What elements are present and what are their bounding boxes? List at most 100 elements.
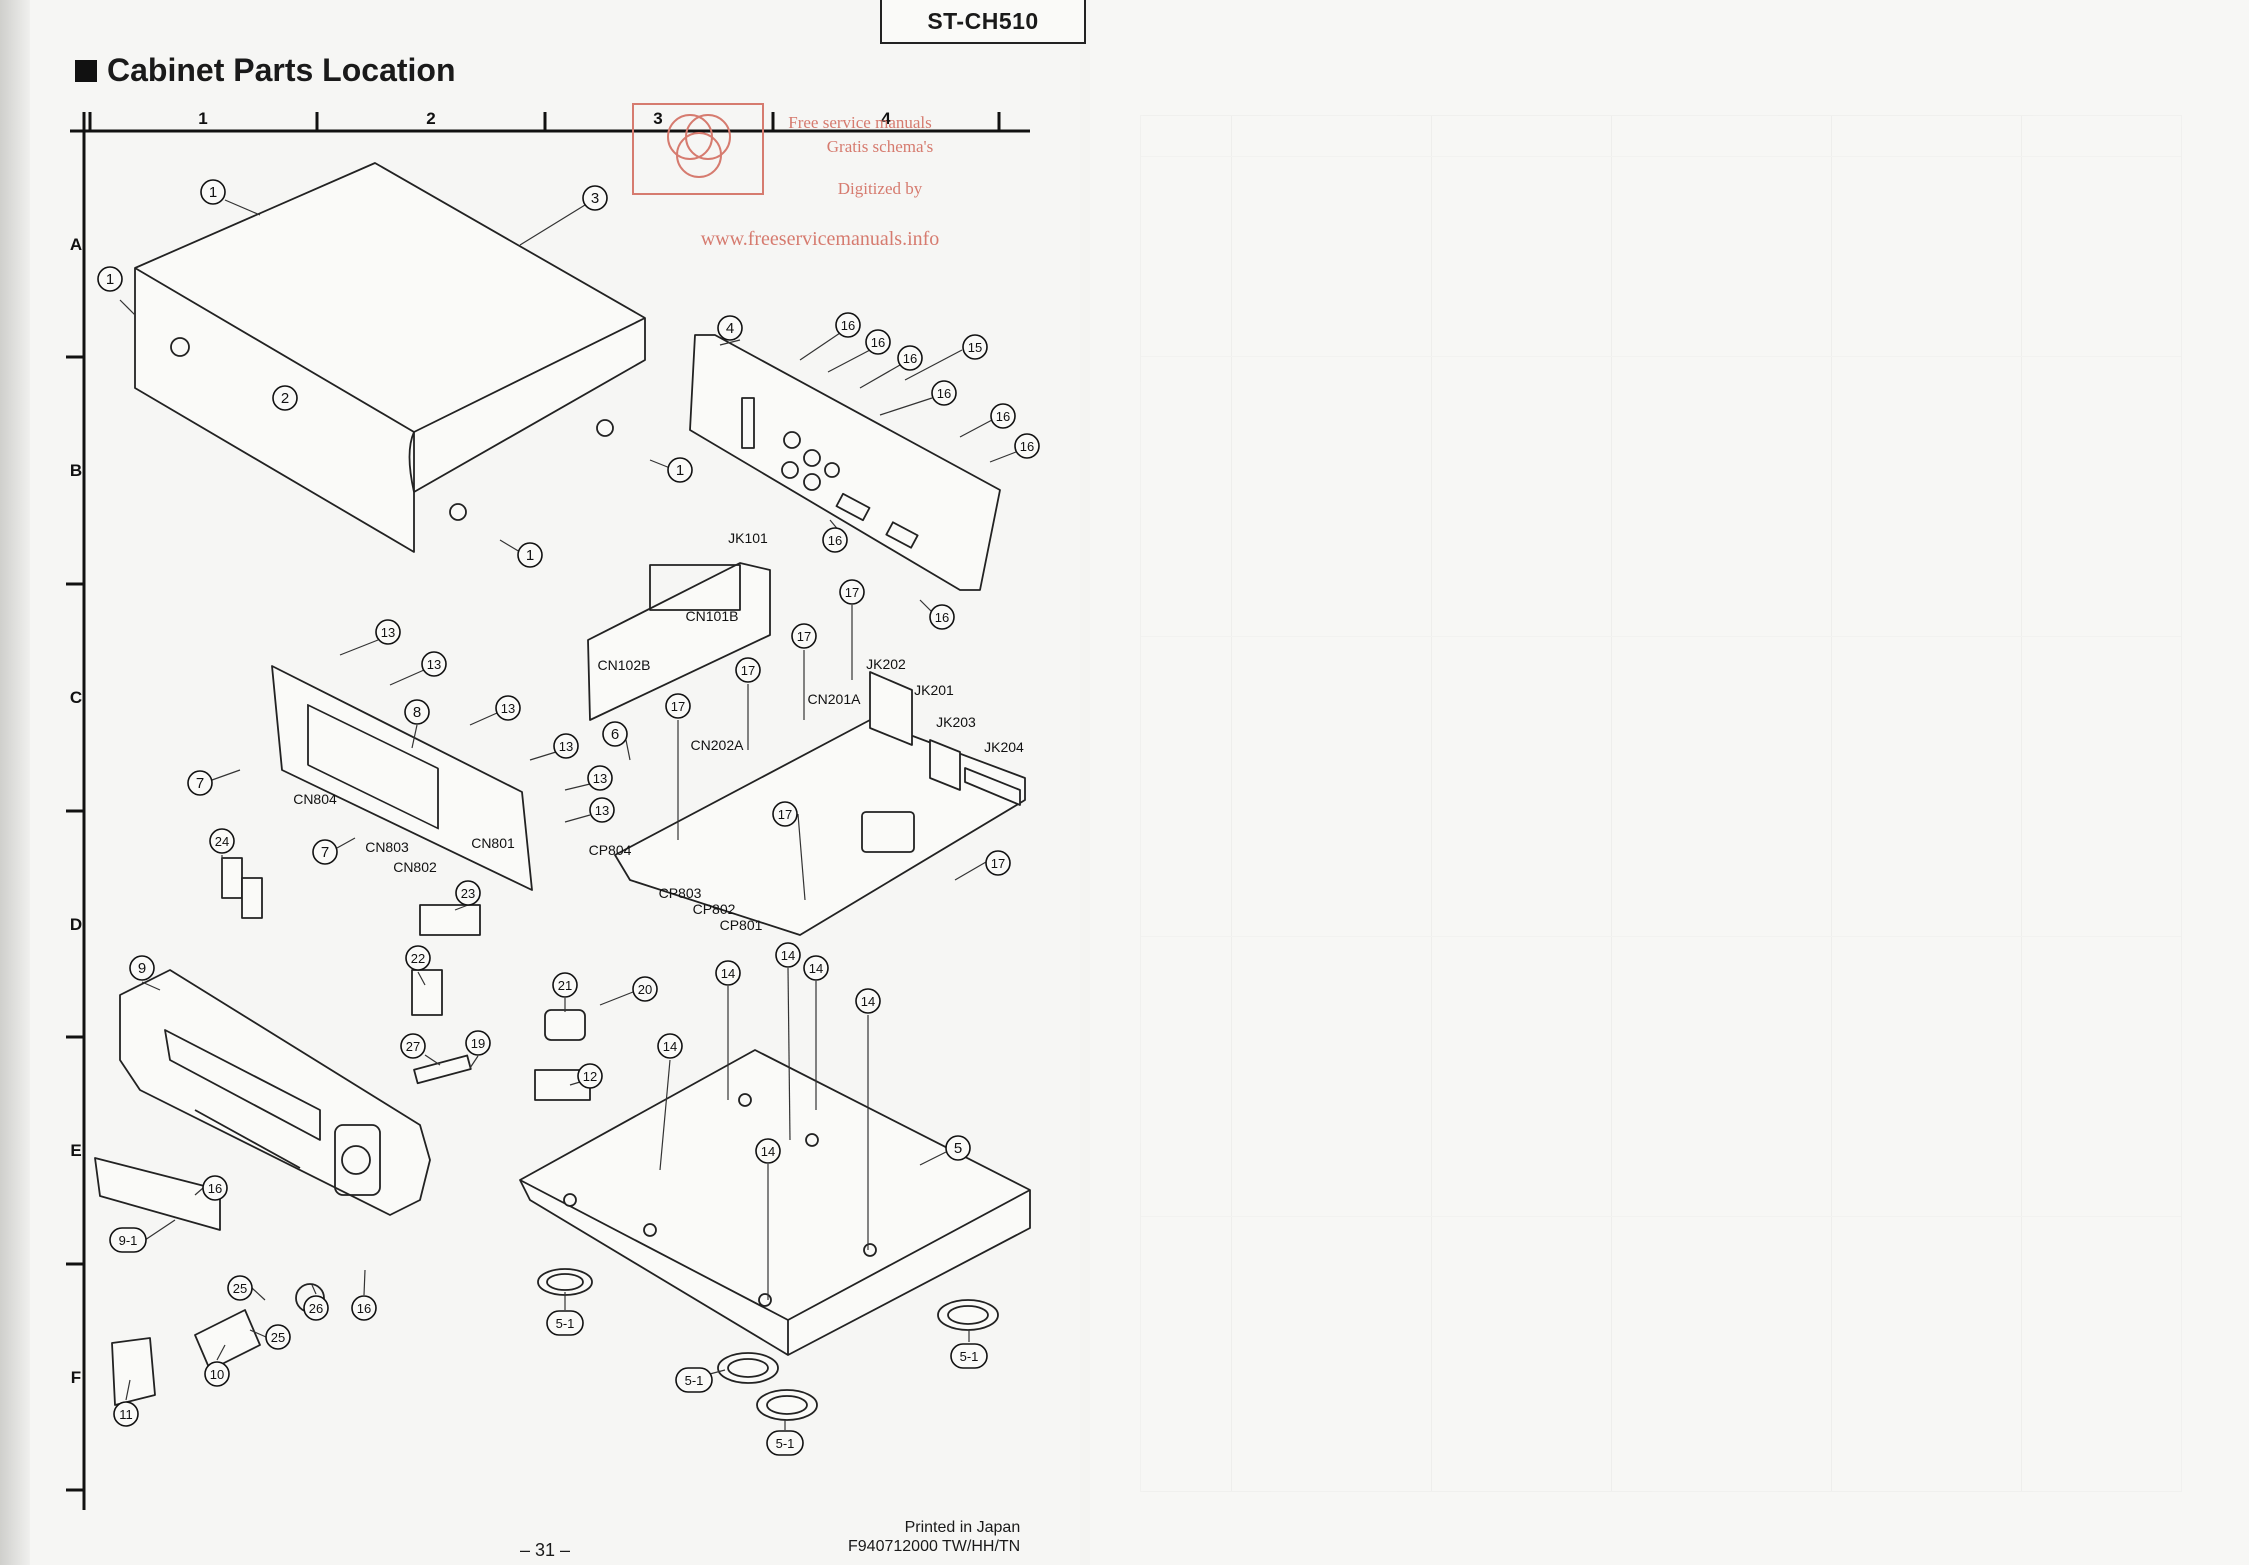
callout-label: 13 (427, 657, 441, 672)
callout-circle (200, 179, 226, 205)
callout-label: 16 (208, 1181, 222, 1196)
callout-circle (766, 1430, 804, 1456)
grid-row-label: D (70, 915, 82, 934)
knob-parts-drawing (94, 857, 591, 1406)
callout-circle (351, 1295, 377, 1321)
callout-label: 21 (558, 978, 572, 993)
callout-label: 17 (845, 585, 859, 600)
part-callout: 4 (717, 315, 743, 341)
leader-lines (119, 199, 1017, 1430)
callout-circle (950, 1343, 988, 1369)
callout-label: 11 (119, 1407, 133, 1422)
connector-label: CP804 (589, 842, 632, 858)
callout-label: 17 (991, 856, 1005, 871)
callout-label: 16 (357, 1301, 371, 1316)
part-callout: 16 (351, 1295, 377, 1321)
reference-grid (66, 112, 1030, 1510)
callout-circle (931, 380, 957, 406)
callout-circle (577, 1063, 603, 1089)
callout-circle (113, 1401, 139, 1427)
callout-label: 16 (996, 409, 1010, 424)
part-callout: 27 (400, 1033, 426, 1059)
callout-label: 14 (663, 1039, 677, 1054)
callout-circle (204, 1361, 230, 1387)
callout-label: 15 (968, 340, 982, 355)
connector-label: JK203 (936, 714, 976, 730)
callout-label: 10 (210, 1367, 224, 1382)
callout-label: 24 (215, 834, 229, 849)
part-callout: 9-1 (109, 1227, 147, 1253)
callout-circle (945, 1135, 971, 1161)
callout-label: 5-1 (556, 1316, 575, 1331)
grid-labels: 1 2 3 4 A B C D E F (70, 109, 891, 1387)
part-callout: 25 (227, 1275, 253, 1301)
callout-circle (835, 312, 861, 338)
callout-circle (375, 619, 401, 645)
watermark-logo-icon (667, 114, 731, 178)
callout-circle (582, 185, 608, 211)
part-callout: 16 (990, 403, 1016, 429)
part-callout: 10 (204, 1361, 230, 1387)
connector-label: CN801 (471, 835, 515, 851)
callout-label: 1 (209, 184, 217, 201)
connector-label: CN802 (393, 859, 437, 875)
grid-column-label: 1 (198, 109, 207, 128)
callout-circle (517, 542, 543, 568)
part-callout: 1 (97, 266, 123, 292)
callout-label: 5-1 (776, 1436, 795, 1451)
callout-label: 14 (761, 1144, 775, 1159)
watermark-text: Gratis schema's (827, 137, 933, 156)
callout-label: 16 (828, 533, 842, 548)
callout-circle (272, 385, 298, 411)
part-callout: 5-1 (766, 1430, 804, 1456)
callout-circle (962, 334, 988, 360)
callout-label: 14 (781, 948, 795, 963)
input-pcb-drawing (587, 562, 771, 721)
part-callout: 24 (209, 828, 235, 854)
part-callout: 14 (775, 942, 801, 968)
top-cover-drawing (134, 162, 646, 553)
callout-label: 2 (281, 390, 289, 407)
callout-circle (202, 1175, 228, 1201)
part-callout: 5-1 (546, 1310, 584, 1336)
callout-circle (405, 945, 431, 971)
callout-label: 5-1 (685, 1373, 704, 1388)
part-callout: 13 (421, 651, 447, 677)
callout-circle (897, 345, 923, 371)
part-callout: 14 (755, 1138, 781, 1164)
callout-circle (735, 657, 761, 683)
callout-circle (129, 955, 155, 981)
callout-circle (929, 604, 955, 630)
callout-circle (990, 403, 1016, 429)
callout-circle (552, 972, 578, 998)
grid-column-label: 3 (653, 109, 662, 128)
part-callout: 5 (945, 1135, 971, 1161)
connector-label: CP803 (659, 885, 702, 901)
connector-label: CN201A (808, 691, 862, 707)
callout-label: 19 (471, 1036, 485, 1051)
part-callout: 11 (113, 1401, 139, 1427)
part-callout: 13 (553, 733, 579, 759)
part-callout: 13 (589, 797, 615, 823)
part-callout: 3 (582, 185, 608, 211)
document-code: F940712000 TW/HH/TN (848, 1538, 1021, 1555)
callout-circle (421, 651, 447, 677)
print-info: Printed in Japan F940712000 TW/HH/TN (848, 1518, 1020, 1556)
connector-label: CN102B (598, 657, 651, 673)
part-callout: 13 (495, 695, 521, 721)
callout-circle (589, 797, 615, 823)
part-callout: 7 (312, 839, 338, 865)
section-title-text: Cabinet Parts Location (107, 52, 456, 88)
callout-circle (855, 988, 881, 1014)
callout-circle (546, 1310, 584, 1336)
callout-circle (791, 623, 817, 649)
callout-label: 16 (841, 318, 855, 333)
callout-circle (465, 1030, 491, 1056)
printed-in-text: Printed in Japan (904, 1519, 1021, 1536)
part-callout: 14 (803, 955, 829, 981)
callout-circle (553, 733, 579, 759)
callout-label: 16 (935, 610, 949, 625)
